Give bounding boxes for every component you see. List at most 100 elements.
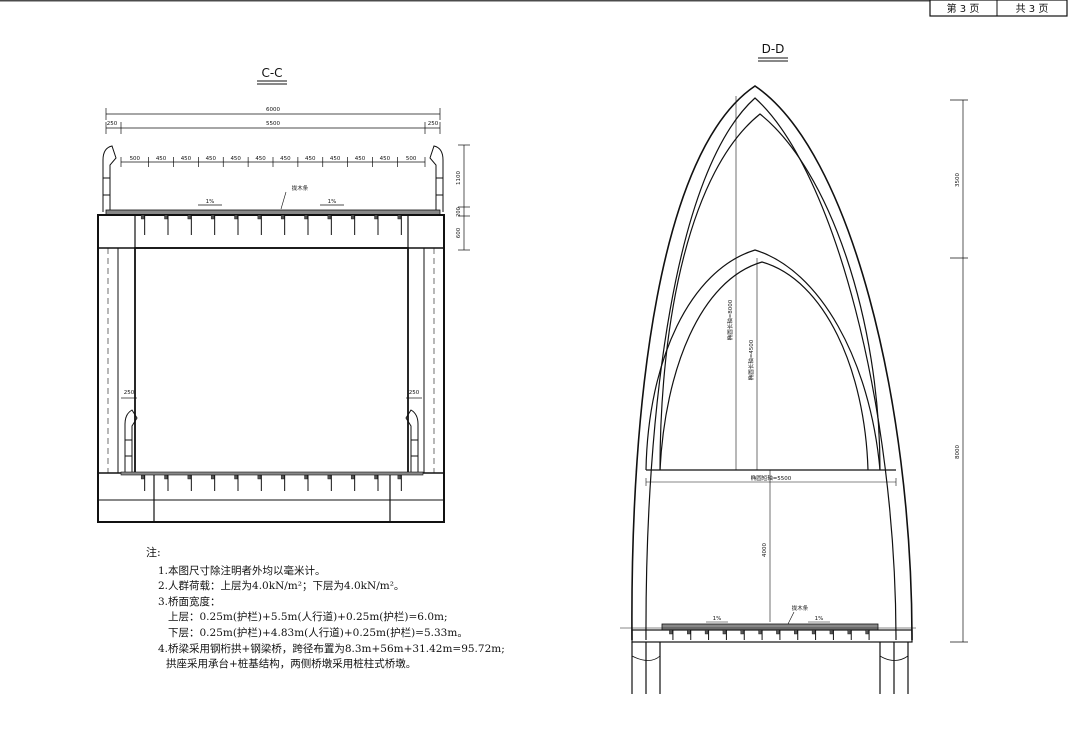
cc-dim-v1: 1100 (456, 171, 462, 185)
cc-lower-deck (120, 471, 424, 476)
cc-lower-dim-left: 250 (124, 390, 135, 396)
page-label: 第 3 页 (947, 2, 980, 15)
cc-dimensions-right: 1100 200 600 (456, 144, 470, 251)
cc-lower-stringer-cap (164, 474, 168, 480)
dd-deck: 1% 1% 拢木条 (620, 604, 916, 643)
cc-lower-stringer-cap (327, 474, 332, 480)
dd-stringer-cap (847, 629, 851, 635)
dd-axes: 椭圆长轴=8000 椭圆长轴=4500 椭圆短轴=5500 4000 (645, 96, 897, 622)
cc-spacing-label: 450 (355, 156, 366, 162)
cc-spacing-label: 450 (230, 156, 241, 162)
dd-outer-arch (631, 85, 913, 641)
cc-upper-stringer-cap (304, 214, 308, 220)
dd-stringer-cap (794, 629, 798, 635)
cc-dim-left: 250 (107, 121, 118, 127)
note-3b: 下层：0.25m(护栏)+4.83m(人行道)+0.25m(护栏)=5.33m。 (168, 626, 468, 639)
total-pages-label: 共 3 页 (1016, 3, 1049, 15)
cc-spacing-label: 450 (255, 156, 266, 162)
cc-slope-right: 1% (328, 199, 337, 205)
cc-upper-stringer-cap (210, 214, 215, 220)
cc-upper-stringer-cap (140, 214, 145, 220)
dd-piers (631, 642, 909, 694)
cc-deck-annotations: 1% 1% 拢木条 (198, 184, 344, 210)
cc-spacing-label: 450 (181, 156, 192, 162)
cc-lower-stringer-cap (234, 474, 238, 480)
section-cc-title: C-C (261, 66, 282, 80)
page-number-box: 第 3 页 共 3 页 (929, 0, 1068, 17)
cc-spacing-label: 450 (206, 156, 217, 162)
dd-inner-arch (645, 249, 881, 471)
cc-upper-stringer-cap (374, 214, 378, 220)
dd-outer-long-axis: 椭圆长轴=8000 (726, 299, 734, 340)
cc-spacing-label: 450 (156, 156, 167, 162)
dd-stringer-cap (758, 629, 762, 635)
cc-lower-stringer-cap (140, 474, 145, 480)
cc-upper-stringer-cap (164, 214, 168, 220)
dd-dim-8000: 8000 (955, 445, 961, 459)
dd-stringer-cap (829, 629, 834, 635)
cc-railing-right (429, 145, 444, 212)
cc-spacing-label: 500 (130, 156, 141, 162)
cc-railing-left (102, 145, 117, 212)
cc-dim-total: 6000 (266, 107, 280, 113)
dd-stringer-cap (669, 629, 673, 635)
cc-dim-v3: 600 (456, 227, 462, 238)
dd-stringer-cap (740, 629, 744, 635)
cc-spacing-label: 450 (380, 156, 391, 162)
section-dd-title: D-D (762, 42, 785, 56)
dd-slope-left: 1% (713, 616, 722, 622)
cc-dim-mid: 5500 (266, 121, 280, 127)
cc-frame (97, 214, 445, 523)
cc-lower-stringer-cap (187, 474, 192, 480)
cc-upper-stringer-cap (327, 214, 332, 220)
cc-dimensions-top: 6000 250 5500 250 500 450 450 450 450 450 450 4… (105, 107, 441, 167)
cc-spacing-dims: 500 450 450 450 450 450 450 450 450 450 450 500 (120, 156, 426, 167)
note-3: 3.桥面宽度： (158, 595, 221, 608)
cc-spacing-label: 450 (330, 156, 341, 162)
cc-lower-stringer-cap (280, 474, 285, 480)
dd-slope-right: 1% (815, 616, 824, 622)
cc-lower-railing-left: 250 (121, 390, 138, 472)
dd-dimensions-right: 3500 8000 (950, 99, 968, 643)
cc-spacing-label: 450 (305, 156, 316, 162)
dd-stringers (669, 629, 870, 640)
dd-stringer-cap (811, 629, 816, 635)
section-dd: D-D 椭圆长轴=8000 椭圆长轴=4500 椭圆短轴=5500 4000 (620, 42, 968, 694)
cc-spacing-label: 450 (280, 156, 291, 162)
dd-dim-3500: 3500 (955, 173, 961, 187)
section-cc: C-C 6000 250 5500 250 500 450 450 450 450 450… (97, 66, 470, 523)
cc-lower-stringer-cap (374, 474, 378, 480)
cc-lower-stringer-cap (397, 474, 402, 480)
dd-stringer-cap (687, 629, 691, 635)
cc-lower-stringer-cap (210, 474, 215, 480)
cc-lower-stringers (140, 474, 402, 491)
cc-deck-label: 拢木条 (292, 184, 309, 192)
cc-dim-v2: 200 (456, 207, 462, 217)
note-1: 1.本图尺寸除注明者外均以毫米计。 (158, 564, 326, 577)
dd-height-4000: 4000 (762, 543, 768, 557)
notes-header: 注: (146, 546, 161, 559)
dd-short-axis: 椭圆短轴=5500 (751, 474, 792, 482)
cc-lower-stringer-cap (350, 474, 355, 480)
cc-lower-railing-right: 250 (405, 390, 422, 472)
cc-lower-stringer-cap (304, 474, 308, 480)
cc-upper-stringers (140, 214, 402, 235)
cc-upper-stringer-cap (257, 214, 262, 220)
cc-spacing-label: 500 (406, 156, 417, 162)
cc-lower-dim-right: 250 (409, 390, 420, 396)
notes-block: 注: 1.本图尺寸除注明者外均以毫米计。 2.人群荷载：上层为4.0kN/m²；… (146, 545, 505, 673)
dd-stringer-cap (704, 629, 709, 635)
note-4: 4.桥梁采用钢桁拱+钢梁桥，跨径布置为8.3m+56m+31.42m=95.72… (158, 642, 505, 655)
dd-stringer-cap (865, 629, 869, 635)
note-3a: 上层：0.25m(护栏)+5.5m(人行道)+0.25m(护栏)=6.0m; (168, 611, 448, 624)
cc-dim-right: 250 (428, 121, 439, 127)
note-2: 2.人群荷载：上层为4.0kN/m²；下层为4.0kN/m²。 (158, 580, 405, 593)
cc-upper-stringer-cap (397, 214, 402, 220)
dd-deck-label: 拢木条 (792, 604, 809, 612)
cc-upper-stringer-cap (280, 214, 285, 220)
dd-stringer-cap (776, 629, 780, 635)
cc-upper-stringer-cap (350, 214, 355, 220)
dd-stringer-cap (722, 629, 727, 635)
dd-inner-long-axis: 椭圆长轴=4500 (747, 339, 755, 380)
